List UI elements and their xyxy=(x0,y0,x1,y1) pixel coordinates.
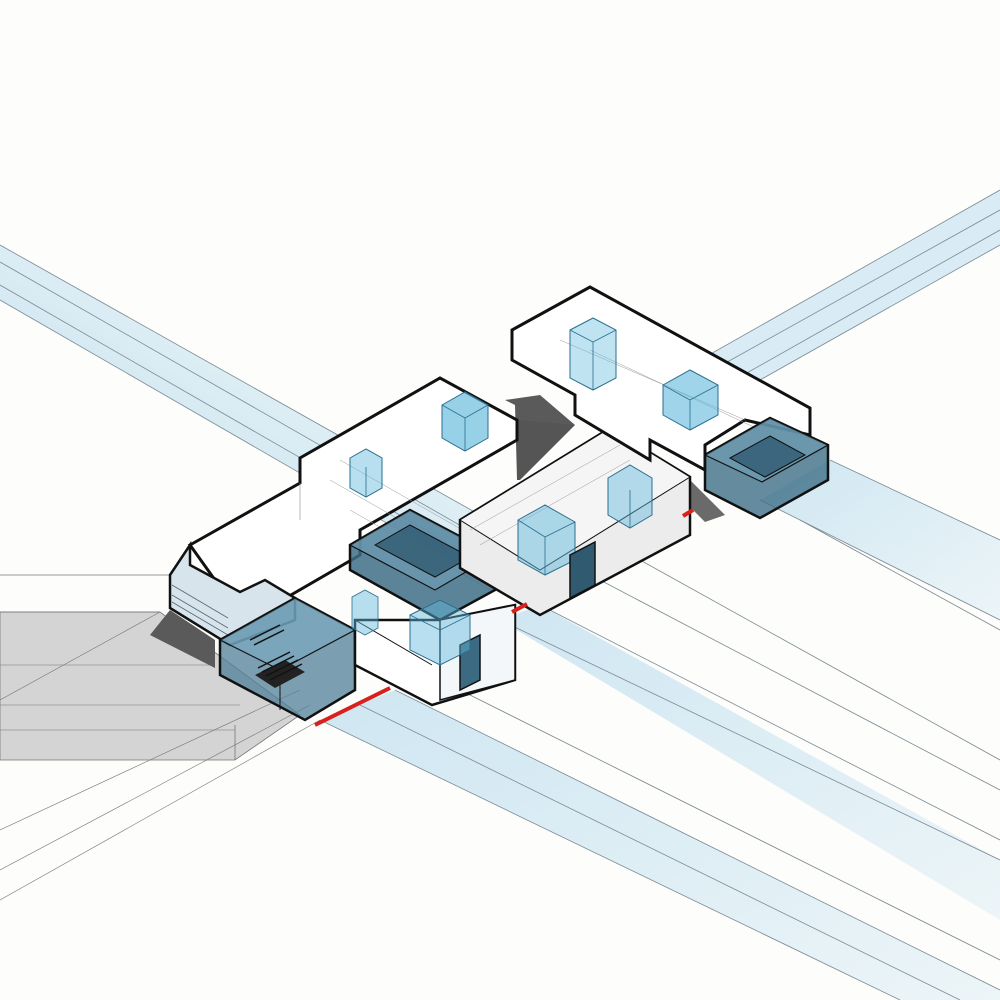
building-block-south xyxy=(351,589,517,707)
ground-plane xyxy=(0,574,321,901)
building-block-north-east xyxy=(510,285,812,473)
stair xyxy=(249,624,305,688)
glass-cubes xyxy=(349,391,489,498)
light-beam-west xyxy=(0,244,561,601)
light-beam-south-east xyxy=(319,459,1000,1000)
building-block-middle xyxy=(458,426,692,617)
light-beam-east xyxy=(699,189,1000,381)
glass-volume-north-east xyxy=(703,416,830,520)
shadows xyxy=(150,395,725,668)
red-threshold-lines xyxy=(314,508,695,727)
